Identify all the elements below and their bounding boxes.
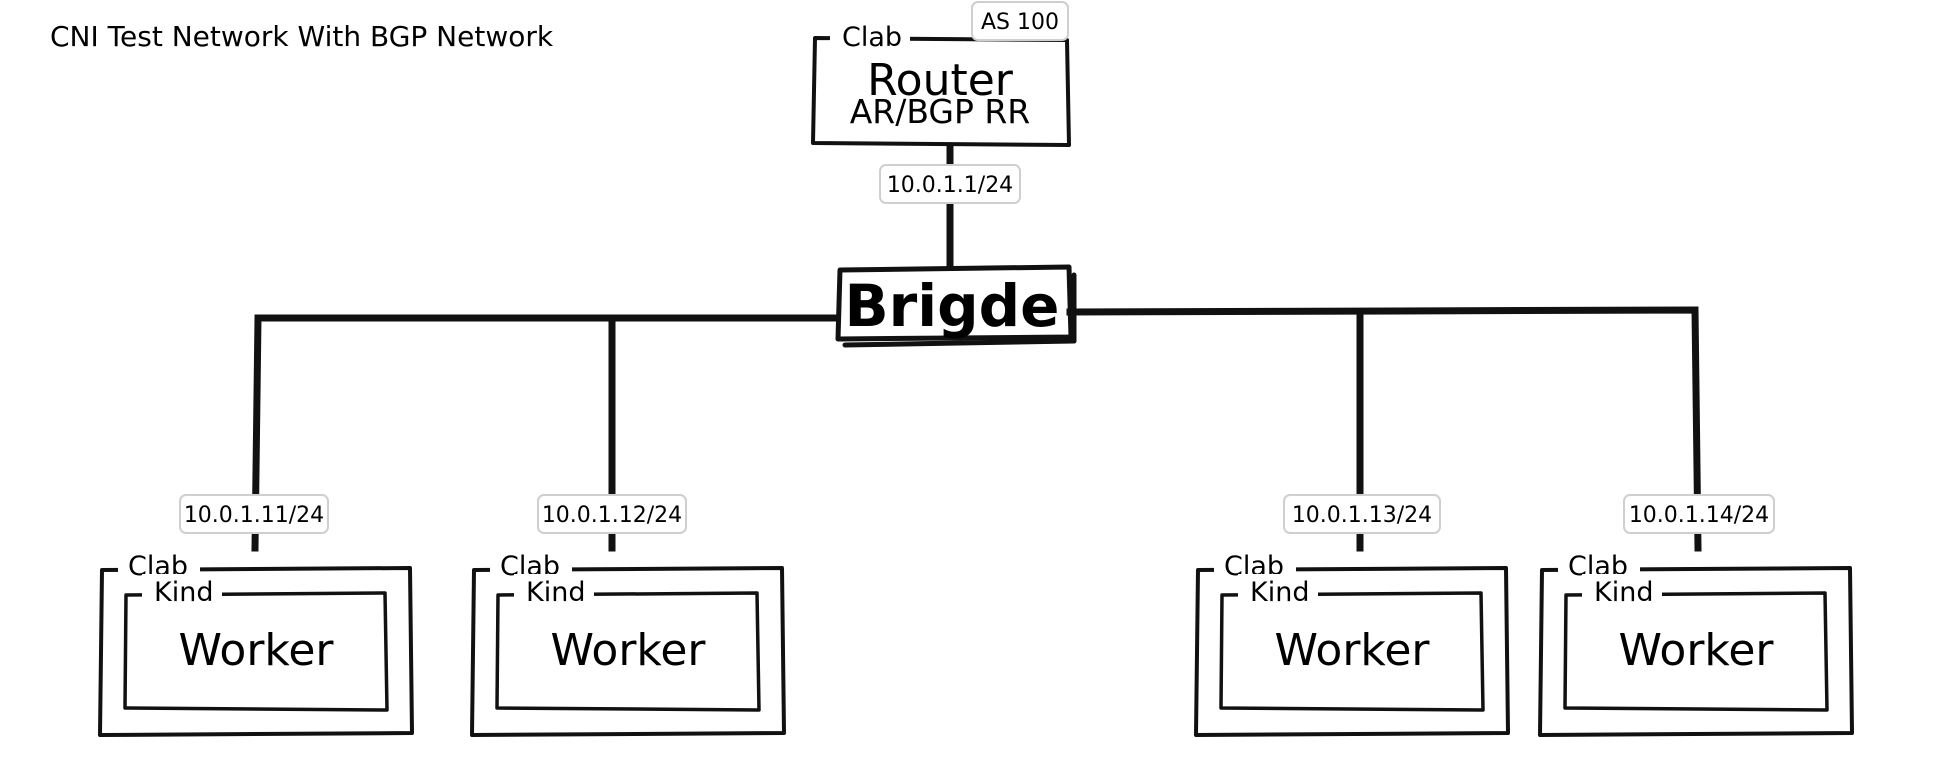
- link-bridge-worker-1: [251, 314, 840, 552]
- router-ip: 10.0.1.1/24: [887, 173, 1013, 198]
- workers: Clab Kind Worker Clab Kind Worker Clab K…: [98, 548, 1854, 737]
- router-ip-tag: 10.0.1.1/24: [879, 164, 1021, 204]
- worker-node: Clab Kind Worker: [98, 548, 414, 737]
- worker-ip: 10.0.1.11/24: [184, 503, 324, 528]
- bridge-name: Brigde: [844, 272, 1059, 340]
- links: [251, 144, 1702, 552]
- bridge-node: Brigde: [835, 264, 1077, 348]
- asn-tag: [971, 1, 1069, 41]
- worker-inner-label: Kind: [154, 577, 213, 608]
- worker-ip: 10.0.1.13/24: [1292, 503, 1432, 528]
- worker-ip: 10.0.1.14/24: [1629, 503, 1769, 528]
- asn-label: AS 100: [981, 10, 1059, 35]
- worker-ip: 10.0.1.12/24: [542, 503, 682, 528]
- worker-inner-label: Kind: [1250, 577, 1309, 608]
- worker-node: Clab Kind Worker: [1194, 548, 1510, 737]
- router-container-label: Clab: [842, 22, 902, 53]
- link-bridge-worker-4: [1066, 306, 1702, 552]
- router-node: Clab AS 100 Router AR/BGP RR: [811, 1, 1071, 147]
- worker-ip-tags: 10.0.1.11/24 10.0.1.12/24 10.0.1.13/24 1…: [179, 494, 1775, 534]
- worker-name: Worker: [550, 625, 706, 676]
- worker-inner-label: Kind: [526, 577, 585, 608]
- router-role: AR/BGP RR: [850, 92, 1031, 131]
- diagram-title: CNI Test Network With BGP Network: [50, 20, 554, 53]
- worker-inner-label: Kind: [1594, 577, 1653, 608]
- worker-name: Worker: [1618, 625, 1774, 676]
- worker-node: Clab Kind Worker: [470, 548, 786, 737]
- worker-name: Worker: [1274, 625, 1430, 676]
- worker-node: Clab Kind Worker: [1538, 548, 1854, 737]
- worker-name: Worker: [178, 625, 334, 676]
- router-name: Router: [867, 55, 1014, 106]
